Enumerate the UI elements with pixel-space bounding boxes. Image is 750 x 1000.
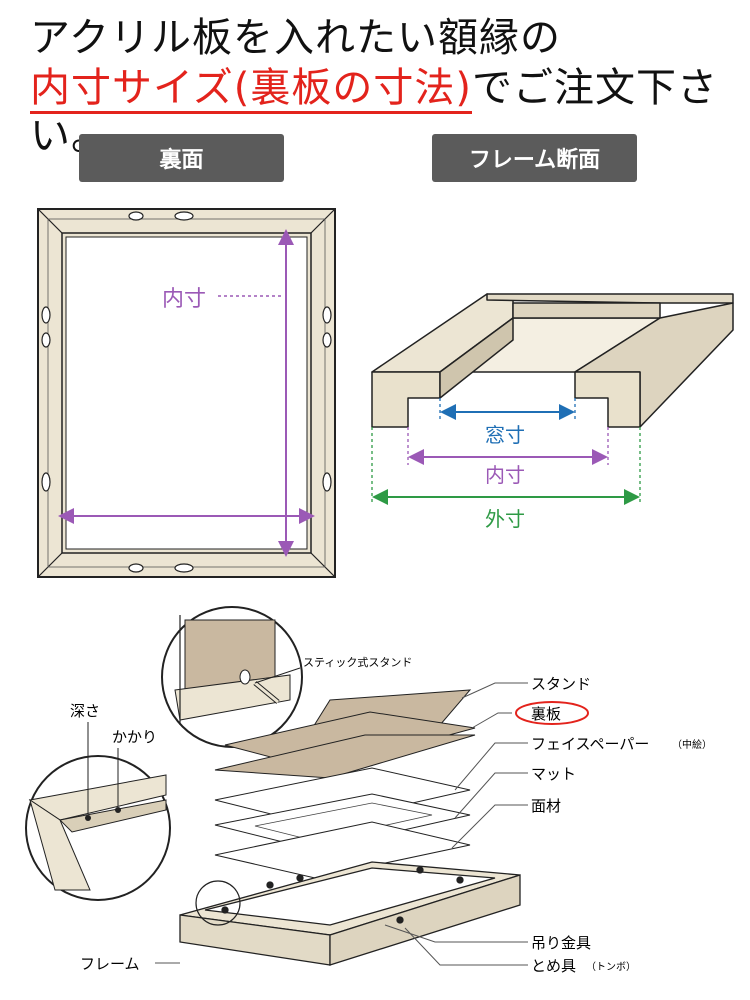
part-stand-label: スタンド xyxy=(531,675,591,693)
frame-section xyxy=(371,293,734,428)
part-face-paper-note: （中絵） xyxy=(672,738,712,751)
part-fastener-note: （トンボ） xyxy=(586,961,636,973)
outer-label: 外寸 xyxy=(485,507,525,531)
depth-label: 深さ xyxy=(70,702,100,720)
part-mat-label: マット xyxy=(531,765,576,783)
headline-line1: アクリル板を入れたい額縁の xyxy=(30,15,561,61)
corner-callout xyxy=(195,880,241,926)
part-back-board-label: 裏板 xyxy=(531,705,561,723)
back-inner-label: 内寸 xyxy=(162,287,206,312)
back-view-badge: 裏面 xyxy=(79,134,284,182)
stick-stand-label: スティック式スタンド xyxy=(303,656,412,669)
headline-rest: でご注文下さい。 xyxy=(30,65,719,159)
part-fastener-label: とめ具 xyxy=(531,957,576,975)
stick-stand-inset xyxy=(161,606,303,748)
part-hanger-label: 吊り金具 xyxy=(531,934,591,952)
headline: アクリル板を入れたい額縁の 内寸サイズ(裏板の寸法)でご注文下さい。 xyxy=(30,14,750,160)
exploded-frame xyxy=(179,861,521,966)
layer-cover xyxy=(214,821,471,879)
frame-section-badge: フレーム断面 xyxy=(432,134,637,182)
back-view-frame xyxy=(37,208,336,578)
headline-highlight: 内寸サイズ(裏板の寸法) xyxy=(30,65,473,114)
ledge-label: かかり xyxy=(112,728,157,746)
part-face-paper-label: フェイスペーパー xyxy=(531,735,649,753)
section-guides xyxy=(371,398,641,505)
fastener-icons xyxy=(41,211,332,573)
leader-lines xyxy=(155,682,528,966)
headline-line2: 内寸サイズ(裏板の寸法)でご注文下さい。 xyxy=(30,64,750,160)
back-board-highlight-ellipse xyxy=(515,701,589,725)
window-label: 窓寸 xyxy=(485,423,525,447)
section-inner-label: 内寸 xyxy=(485,463,525,487)
layer-back-board xyxy=(214,711,476,779)
part-frame-label: フレーム xyxy=(80,955,140,973)
part-cover-label: 面材 xyxy=(531,797,561,815)
corner-inset xyxy=(25,755,171,901)
